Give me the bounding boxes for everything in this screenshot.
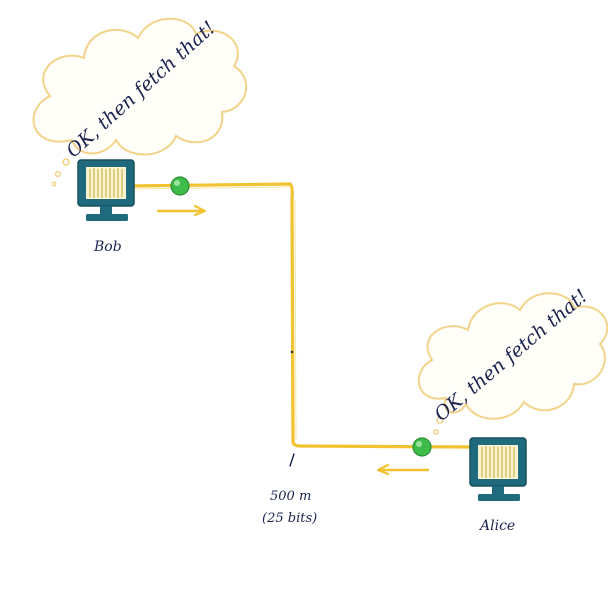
link-distance: 500 m [270,489,311,504]
bob-label: Bob [93,239,122,255]
link-bits: (25 bits) [262,511,317,526]
computer-icon [77,159,135,221]
network-link [128,182,472,449]
alice-computer: Alice [469,437,527,534]
alice-signal [412,437,432,457]
bob-computer: Bob [77,159,135,255]
alice-thought-bubble: OK, then fetch that! [417,285,609,435]
direction-arrow-icon [156,204,207,217]
bob-thought-bubble: OK, then fetch that! [32,17,248,187]
direction-arrow-icon [376,463,430,476]
link-annotation: 500 m (25 bits) [262,453,317,526]
signal-dot-icon [412,437,432,457]
thought-bubble-icon [417,292,609,420]
annotation-pointer [289,453,295,467]
alice-label: Alice [478,518,515,534]
bob-signal [170,176,190,196]
thought-bubble-icon [32,17,248,156]
computer-icon [469,437,527,501]
signal-dot-icon [170,176,190,196]
